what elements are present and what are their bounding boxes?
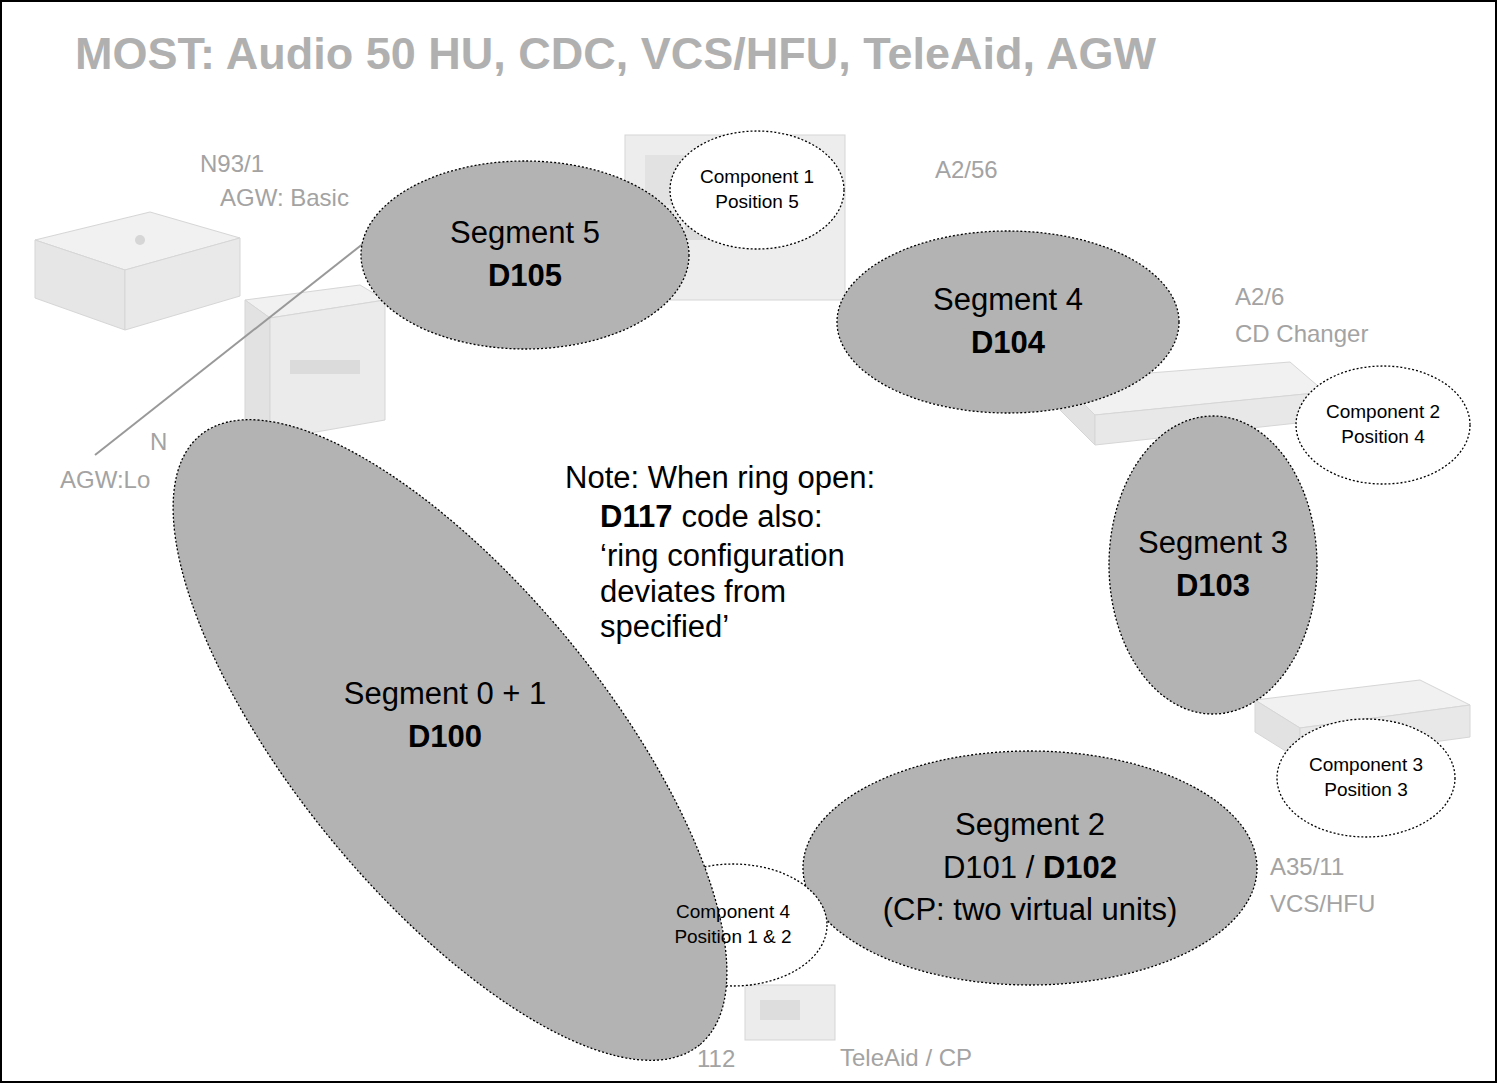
node-text-block: Component 3 Position 3 <box>1309 753 1423 802</box>
node-text: Position 3 <box>1324 779 1407 800</box>
text-line: Position 5 <box>700 190 814 215</box>
node-text: Position 1 & 2 <box>674 926 791 947</box>
node-text-block: Segment 3 D103 <box>1138 522 1288 608</box>
node-text: (CP: two virtual units) <box>883 892 1178 927</box>
ellipse-shape <box>1109 416 1317 714</box>
note-text: Note: When ring open: <box>565 460 875 496</box>
segment-ellipse: Segment 4 D104 <box>836 230 1180 414</box>
ellipse-shape <box>1296 366 1470 484</box>
node-text: Position 5 <box>715 191 798 212</box>
text-line: Component 2 <box>1326 400 1440 425</box>
note-text: ‘ring configuration deviates from specif… <box>600 538 900 645</box>
ellipse-outline <box>1295 365 1471 485</box>
part-label: A2/56 <box>935 156 998 184</box>
node-text: Segment 4 <box>933 282 1083 317</box>
node-text: D101 / <box>943 850 1034 885</box>
agw-low-unit <box>245 285 385 440</box>
node-text: D104 <box>971 325 1045 360</box>
text-line: (CP: two virtual units) <box>883 889 1178 932</box>
node-text: Segment 5 <box>450 215 600 250</box>
node-text-block: Segment 0 + 1 D100 <box>344 672 547 759</box>
part-label: CD Changer <box>1235 320 1368 348</box>
node-text: D100 <box>408 719 482 754</box>
part-label: 112 <box>697 1045 735 1073</box>
node-text-block: Segment 4 D104 <box>933 279 1083 365</box>
note-text: code also: <box>681 499 822 535</box>
text-line: D101 / D102 <box>883 847 1178 890</box>
ellipse-shape <box>81 337 820 1083</box>
text-line: Segment 2 <box>883 804 1178 847</box>
ellipse-outline <box>1276 718 1456 838</box>
segment-ellipse: Segment 2 D101 / D102 (CP: two virtual unit… <box>802 750 1258 986</box>
text-line: D104 <box>933 322 1083 365</box>
part-label: N <box>150 428 167 456</box>
node-text-block: Component 2 Position 4 <box>1326 400 1440 449</box>
node-text: Component 1 <box>700 166 814 187</box>
node-text: Segment 0 + 1 <box>344 676 547 711</box>
component-ellipse: Component 1 Position 5 <box>669 130 845 250</box>
ellipse-shape <box>803 751 1257 985</box>
ellipse-outline <box>836 230 1180 414</box>
node-text: Component 4 <box>676 901 790 922</box>
part-label: AGW: Basic <box>220 184 349 212</box>
text-line: Segment 4 <box>933 279 1083 322</box>
text-line: Position 1 & 2 <box>674 925 791 950</box>
part-label: TeleAid / CP <box>840 1044 972 1072</box>
text-line: Position 4 <box>1326 425 1440 450</box>
text-line: D100 <box>344 715 547 758</box>
title: MOST: Audio 50 HU, CDC, VCS/HFU, TeleAid… <box>75 28 1156 80</box>
node-text: Position 4 <box>1341 426 1424 447</box>
node-text-block: Component 1 Position 5 <box>700 165 814 214</box>
ellipse-outline <box>360 160 690 350</box>
part-label: N93/1 <box>200 150 264 178</box>
ellipse-shape <box>1277 719 1455 837</box>
text-line: Component 3 <box>1309 753 1423 778</box>
text-line: Segment 0 + 1 <box>344 672 547 715</box>
node-text-block: Component 4 Position 1 & 2 <box>674 900 791 949</box>
node-text-block: Segment 5 D105 <box>450 212 600 298</box>
component-ellipse: Component 3 Position 3 <box>1276 718 1456 838</box>
part-label: A35/11 <box>1270 853 1344 881</box>
dtc-code: D117 <box>600 499 672 535</box>
node-text: D103 <box>1176 568 1250 603</box>
part-label: A2/6 <box>1235 283 1284 311</box>
ellipse-outline <box>1108 415 1318 715</box>
ellipse-shape <box>361 161 689 349</box>
segment-ellipse: Segment 3 D103 <box>1108 415 1318 715</box>
ellipse-shape <box>670 131 844 249</box>
ellipse-outline <box>669 130 845 250</box>
text-line: D105 <box>450 255 600 298</box>
text-line: Component 1 <box>700 165 814 190</box>
segment-ellipse: Segment 5 D105 <box>360 160 690 350</box>
node-text: Component 3 <box>1309 754 1423 775</box>
node-text: D105 <box>488 258 562 293</box>
node-text: Segment 2 <box>955 807 1105 842</box>
agw-basic-unit <box>35 212 240 330</box>
teleaid-unit <box>745 985 835 1040</box>
node-text-block: Segment 2 D101 / D102 (CP: two virtual unit… <box>883 804 1178 932</box>
text-line: Component 4 <box>674 900 791 925</box>
node-text: Component 2 <box>1326 401 1440 422</box>
text-line: Segment 3 <box>1138 522 1288 565</box>
ellipse-shape <box>837 231 1179 413</box>
part-label: VCS/HFU <box>1270 890 1375 918</box>
node-text: Segment 3 <box>1138 525 1288 560</box>
component-ellipse: Component 2 Position 4 <box>1295 365 1471 485</box>
text-line: Segment 5 <box>450 212 600 255</box>
part-label: AGW:Lo <box>60 466 150 494</box>
text-line: Position 3 <box>1309 778 1423 803</box>
text-line: D103 <box>1138 565 1288 608</box>
node-text: D102 <box>1043 850 1117 885</box>
